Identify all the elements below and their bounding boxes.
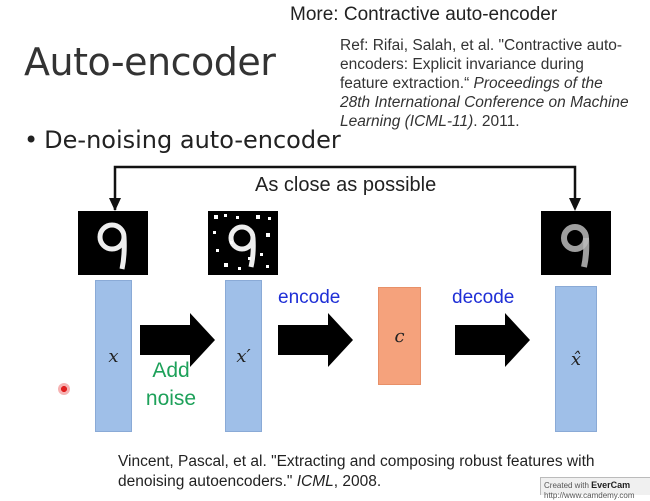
decode-label: decode	[452, 287, 515, 308]
input-vector-bar: x	[95, 280, 132, 432]
add-noise-line1: Add	[152, 359, 190, 382]
output-vector-bar: x̂	[555, 286, 597, 432]
decode-arrow-icon	[455, 313, 530, 367]
citation-body: Vincent, Pascal, et al. "Extracting and …	[118, 453, 595, 490]
laser-pointer-icon	[58, 383, 70, 395]
digit-nine-blurred-icon	[561, 224, 590, 268]
watermark-brand: EverCam	[591, 480, 631, 490]
encode-arrow-icon	[278, 313, 353, 367]
add-noise-label: Add noise	[140, 357, 202, 413]
digit-nine-icon	[97, 222, 127, 270]
code-bar: c	[378, 287, 421, 385]
input-var-label: x	[108, 345, 119, 367]
watermark-prefix: Created with	[544, 481, 592, 490]
ref-suffix: . 2011.	[473, 113, 520, 130]
arrowhead-right-icon	[569, 198, 581, 211]
digit-image-clean	[78, 211, 148, 275]
bullet-text: De-noising auto-encoder	[44, 126, 341, 154]
noisy-digit-icon	[213, 214, 271, 270]
add-noise-arrow-icon	[140, 313, 215, 367]
digit-image-reconstructed	[541, 211, 611, 275]
output-var-label: x̂	[570, 348, 582, 370]
arrowhead-left-icon	[109, 198, 121, 211]
add-noise-line2: noise	[145, 387, 197, 410]
digit-image-noisy	[208, 211, 278, 275]
citation-venue: ICML	[296, 473, 334, 490]
bullet-point: •De-noising auto-encoder	[24, 126, 341, 154]
citation-suffix: , 2008.	[333, 473, 382, 490]
ref-prefix: Ref: Rifai, Salah, et al. "Contractive a…	[340, 37, 623, 92]
ref-venue: Proceedings of the 28th International Co…	[340, 75, 629, 130]
slide-title: Auto-encoder	[24, 40, 276, 84]
encode-label: encode	[278, 287, 341, 308]
noisy-var-label: x′	[236, 345, 251, 367]
citation-text: Vincent, Pascal, et al. "Extracting and …	[118, 452, 650, 492]
watermark-url: http://www.camdemy.com	[544, 491, 635, 500]
bullet-dot-icon: •	[24, 126, 39, 154]
evercam-watermark: Created with EverCam http://www.camdemy.…	[540, 477, 650, 500]
as-close-label: As close as possible	[255, 174, 437, 196]
more-title: More: Contractive auto-encoder	[290, 4, 558, 25]
reference-text: Ref: Rifai, Salah, et al. "Contractive a…	[340, 36, 630, 131]
code-var-label: c	[394, 325, 405, 347]
noisy-vector-bar: x′	[225, 280, 262, 432]
